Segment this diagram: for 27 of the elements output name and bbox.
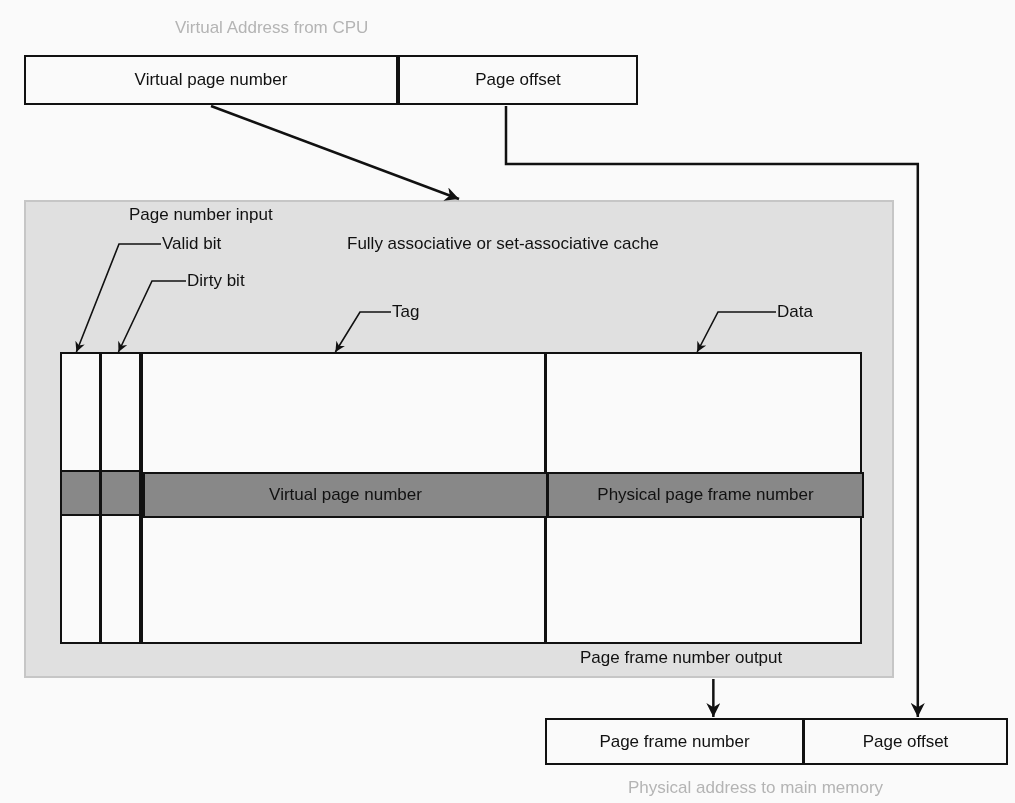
table-column — [545, 352, 862, 644]
highlighted-entry-cell: Virtual page number — [143, 472, 548, 518]
cache-panel — [24, 200, 894, 678]
arrow — [504, 106, 925, 717]
cache-title: Fully associative or set-associative cache — [347, 234, 659, 254]
leader-line — [117, 280, 187, 353]
address-field: Page offset — [803, 718, 1008, 765]
highlighted-entry-cell: Physical page frame number — [547, 472, 864, 518]
leader-label: Dirty bit — [187, 271, 245, 291]
leader-line — [75, 243, 162, 353]
address-field: Virtual page number — [24, 55, 398, 105]
arrow — [706, 679, 721, 717]
address-caption: Physical address to main memory — [628, 778, 884, 798]
address-caption: Virtual Address from CPU — [175, 18, 369, 38]
leader-label: Valid bit — [162, 234, 222, 254]
table-column — [100, 352, 141, 644]
address-field: Page frame number — [545, 718, 804, 765]
address-field: Page offset — [398, 55, 638, 105]
leader-label: Tag — [392, 302, 420, 322]
leader-line — [696, 311, 777, 353]
leader-line — [334, 311, 392, 353]
port-label: Page frame number output — [580, 648, 783, 668]
port-label: Page number input — [129, 205, 273, 225]
table-column — [60, 352, 101, 644]
table-column — [141, 352, 546, 644]
arrow — [210, 104, 460, 201]
leader-label: Data — [777, 302, 813, 322]
